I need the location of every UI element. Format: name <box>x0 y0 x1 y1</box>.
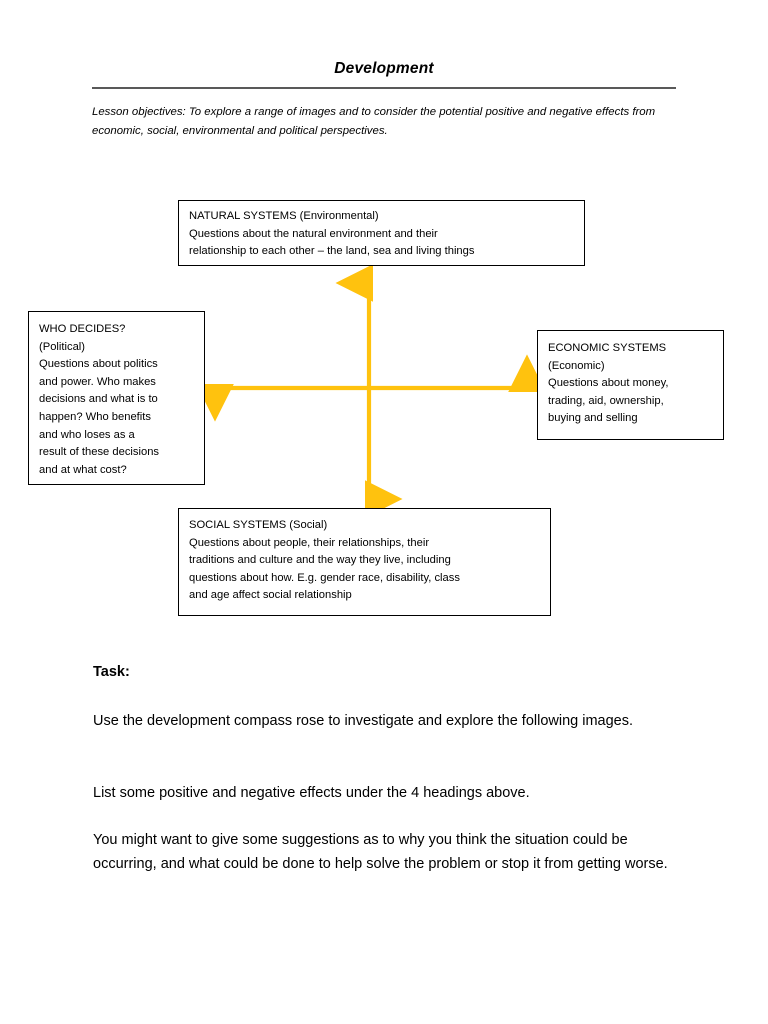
natural-heading: NATURAL SYSTEMS (Environmental) <box>189 210 379 222</box>
title-divider <box>92 87 676 89</box>
social-heading: SOCIAL SYSTEMS (Social) <box>189 519 328 531</box>
social-line-4: questions about how. E.g. gender race, d… <box>189 571 460 584</box>
economic-line-4: trading, aid, ownership, <box>548 394 664 407</box>
task-heading: Task: <box>93 664 130 680</box>
political-line-9: and at what cost? <box>39 463 127 476</box>
social-line-5: and age affect social relationship <box>189 589 352 602</box>
political-line-3: Questions about politics <box>39 358 158 371</box>
economic-line-3: Questions about money, <box>548 377 669 390</box>
lesson-objectives: Lesson objectives: To explore a range of… <box>92 106 656 137</box>
compass-box-economic-systems: ECONOMIC SYSTEMS (Economic) Questions ab… <box>537 330 724 440</box>
political-line-7: and who loses as a <box>39 428 135 441</box>
task-paragraph-3: You might want to give some suggestions … <box>93 832 668 872</box>
page-title: Development <box>334 60 434 77</box>
compass-box-natural-systems: NATURAL SYSTEMS (Environmental) Question… <box>178 200 585 266</box>
political-line-5: decisions and what is to <box>39 393 158 406</box>
political-line-4: and power. Who makes <box>39 375 156 388</box>
natural-line-3: relationship to each other – the land, s… <box>189 245 475 258</box>
task-paragraph-2: List some positive and negative effects … <box>93 785 530 801</box>
political-subheading: (Political) <box>39 340 86 353</box>
task-paragraph-1: Use the development compass rose to inve… <box>93 713 634 729</box>
social-line-3: traditions and culture and the way they … <box>189 554 451 567</box>
political-line-8: result of these decisions <box>39 446 160 459</box>
economic-heading: ECONOMIC SYSTEMS <box>548 342 667 354</box>
compass-box-political-systems: WHO DECIDES? (Political) Questions about… <box>28 311 205 485</box>
political-line-6: happen? Who benefits <box>39 410 151 423</box>
social-line-2: Questions about people, their relationsh… <box>189 536 430 549</box>
natural-line-2: Questions about the natural environment … <box>189 227 438 240</box>
compass-box-social-systems: SOCIAL SYSTEMS (Social) Questions about … <box>178 508 551 616</box>
economic-line-5: buying and selling <box>548 412 638 425</box>
economic-subheading: (Economic) <box>548 359 605 372</box>
political-heading: WHO DECIDES? <box>39 323 126 335</box>
